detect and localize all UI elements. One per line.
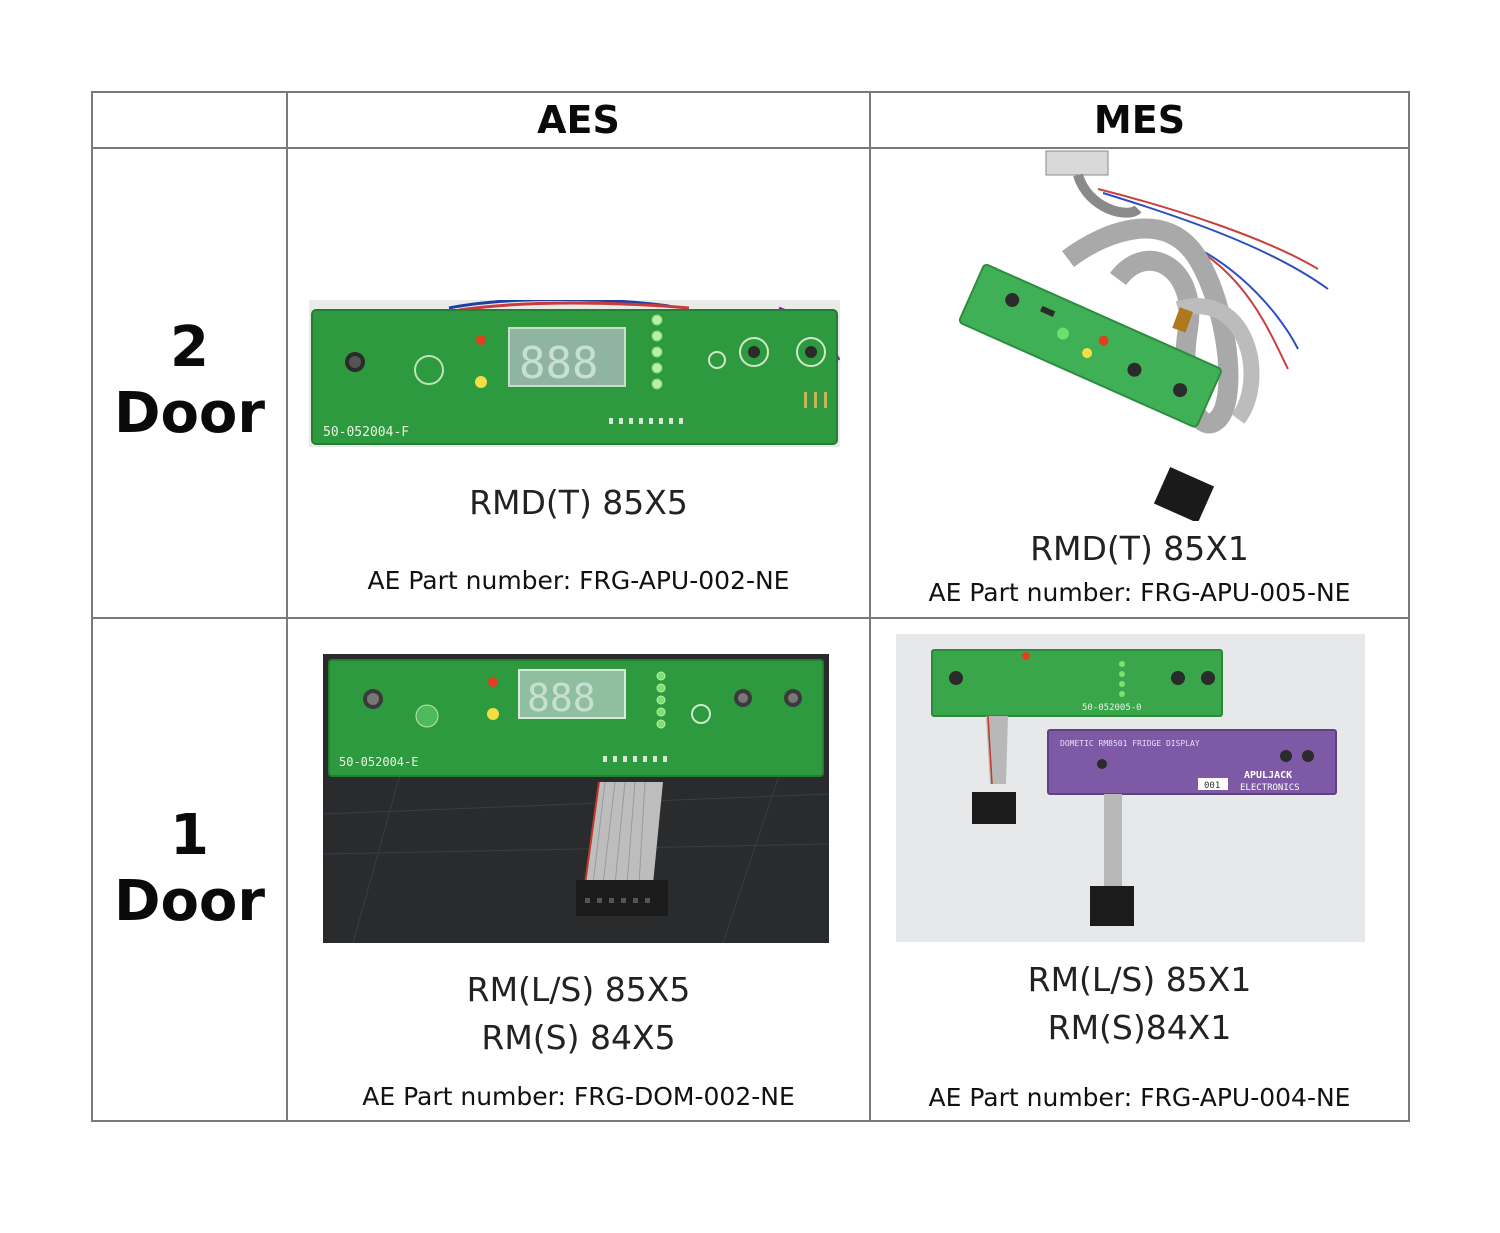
aes-1door-model-line2: RM(S) 84X5 [481,1018,676,1057]
mes-1door-model-line1: RM(L/S) 85X1 [1027,960,1252,999]
mes-2door-model: RMD(T) 85X1 [1030,529,1249,568]
aes-1door-board-photo: 888 50-052004-E [323,654,829,943]
column-header-mes: MES [1093,98,1186,142]
table-border-left [91,91,93,1122]
mes-2door-board-photo [938,149,1338,521]
mes-2door-part-number: AE Part number: FRG-APU-005-NE [928,578,1351,607]
row-label-number: 1 [170,803,209,868]
row-label-1-door: 1 Door [93,803,286,935]
purple-board-serial: 001 [1204,781,1220,791]
row-divider [91,617,1410,619]
aes-2door-part-number: AE Part number: FRG-APU-002-NE [367,566,790,595]
mes-1door-model-line2: RM(S)84X1 [1047,1008,1232,1047]
svg-text:888: 888 [519,338,598,389]
board-silkscreen: 50-052005-0 [1082,703,1142,713]
row-label-door: Door [113,869,266,934]
board-silkscreen: 50-052004-F [323,425,409,440]
column-divider-1 [286,91,288,1122]
row-label-2-door: 2 Door [93,315,286,447]
table-border-top [91,91,1410,93]
header-divider [91,147,1410,149]
table-border-bottom [91,1120,1410,1122]
column-divider-2 [869,91,871,1122]
aes-2door-board-photo: 888 50-052004-F [309,300,840,447]
mes-1door-model: RM(L/S) 85X1 RM(S)84X1 [871,956,1408,1052]
purple-board-brand-sub: ELECTRONICS [1240,783,1300,793]
aes-1door-model-line1: RM(L/S) 85X5 [466,970,691,1009]
board-silkscreen: 50-052004-E [339,755,418,769]
column-header-aes: AES [537,98,620,142]
aes-1door-model: RM(L/S) 85X5 RM(S) 84X5 [288,966,869,1062]
table-border-right [1408,91,1410,1122]
aes-1door-part-number: AE Part number: FRG-DOM-002-NE [362,1082,795,1111]
row-label-number: 2 [170,315,209,380]
purple-board-brand: APULJACK [1244,770,1292,781]
row-label-door: Door [113,381,266,446]
svg-text:888: 888 [527,676,596,720]
mes-1door-part-number: AE Part number: FRG-APU-004-NE [928,1083,1351,1112]
mes-1door-board-photo: 50-052005-0 DOMETIC RM8501 FRIDGE DISPLA… [896,634,1365,942]
aes-2door-model: RMD(T) 85X5 [469,483,688,522]
purple-board-title: DOMETIC RM8501 FRIDGE DISPLAY [1060,739,1200,748]
